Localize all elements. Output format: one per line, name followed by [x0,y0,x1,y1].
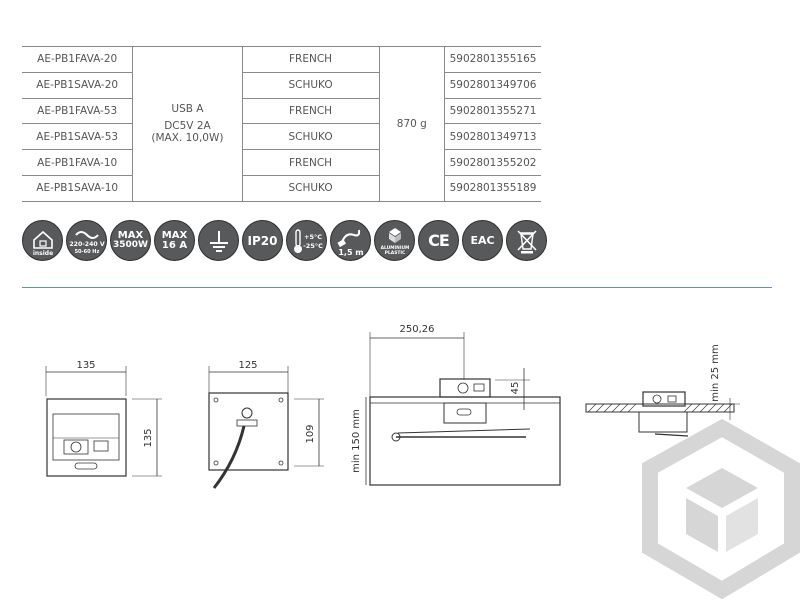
front-width-label: 135 [76,360,95,371]
ip-label: IP20 [247,233,278,248]
side-view-drawing [365,332,561,486]
table-row: AE-PB1FAVA-53 FRENCH 5902801355271 [22,97,541,125]
model-cell: AE-PB1SAVA-20 [22,71,133,99]
weee-bin-icon [506,220,547,261]
socket-cell: SCHUKO [241,174,380,202]
model-cell: AE-PB1SAVA-10 [22,174,133,202]
ean-cell: 5902801355165 [444,46,541,73]
ground-icon [198,220,239,261]
spec-table: AE-PB1FAVA-20 USB A DC5V 2A (MAX. 10,0W)… [22,46,541,202]
table-row: AE-PB1SAVA-53 SCHUKO 5902801349713 [22,123,541,151]
side-min-depth-label: min 150 mm [351,409,362,473]
model-cell: AE-PB1FAVA-20 [22,46,133,73]
table-row: AE-PB1FAVA-10 FRENCH 5902801355202 [22,149,541,176]
max-label: MAX [117,230,144,241]
eac-label: EAC [470,234,495,247]
front-height-label: 135 [143,428,154,447]
temp-min-label: -25°C [303,242,323,250]
power-label: 3500W [113,240,148,250]
table-row: AE-PB1SAVA-20 SCHUKO 5902801349706 [22,71,541,99]
inside-house-icon: inside [22,220,63,261]
plastic-label: PLASTIC [384,250,404,256]
model-cell: AE-PB1SAVA-53 [22,123,133,151]
ean-cell: 5902801355189 [444,174,541,202]
ean-cell: 5902801349706 [444,71,541,99]
socket-cell: FRENCH [241,46,380,73]
max-current-icon: MAX 16 A [154,220,195,261]
weight-cell: 870 g [378,46,445,202]
ean-cell: 5902801355202 [444,149,541,176]
socket-cell: SCHUKO [241,71,380,99]
ean-cell: 5902801355271 [444,97,541,125]
max-label: MAX [161,229,188,241]
aluminium-label: ALUMINIUM [380,245,409,251]
ip-rating-icon: IP20 [242,220,283,261]
frequency-label: 50-60 Hz [74,249,99,255]
mounting-view-drawing [585,391,740,437]
socket-cell: SCHUKO [241,123,380,151]
max-power-icon: MAX 3500W [110,220,151,261]
usb-spec-cell: USB A DC5V 2A (MAX. 10,0W) [132,46,243,202]
watermark-logo [642,418,800,600]
side-top-label: 45 [510,382,521,395]
back-height-label: 109 [305,424,316,443]
material-icon: ALUMINIUM PLASTIC [374,220,415,261]
back-view-drawing [208,366,324,489]
socket-cell: FRENCH [241,149,380,176]
length-label: 1,5 m [338,248,363,257]
mount-min-label: min 25 mm [710,344,721,401]
inside-label: inside [32,250,52,257]
temp-max-label: +5°C [304,233,322,241]
current-label: 16 A [161,239,188,251]
model-cell: AE-PB1FAVA-10 [22,149,133,176]
side-length-label: 250,26 [400,324,435,335]
socket-cell: FRENCH [241,97,380,125]
usb-output: DC5V 2A [164,120,211,133]
ean-cell: 5902801349713 [444,123,541,151]
ce-mark-icon: CE [418,220,459,261]
voltage-icon: 220-240 V 50-60 Hz [66,220,107,261]
usb-type: USB A [171,103,204,116]
back-width-label: 125 [238,360,257,371]
table-row: AE-PB1SAVA-10 SCHUKO 5902801355189 [22,174,541,202]
usb-max-power: (MAX. 10,0W) [151,132,224,145]
cable-length-icon: 1,5 m [330,220,371,261]
ce-label: CE [428,230,450,250]
voltage-label: 220-240 V [69,241,105,248]
section-divider [22,287,772,288]
table-row: AE-PB1FAVA-20 USB A DC5V 2A (MAX. 10,0W)… [22,46,541,202]
temperature-icon: +5°C -25°C [286,220,327,261]
eac-mark-icon: EAC [462,220,503,261]
model-cell: AE-PB1FAVA-53 [22,97,133,125]
front-view-drawing [45,366,162,477]
technical-drawings: 135 135 125 109 2 [45,324,800,600]
feature-icons: inside 220-240 V 50-60 Hz MAX 3500W MAX … [22,220,547,264]
